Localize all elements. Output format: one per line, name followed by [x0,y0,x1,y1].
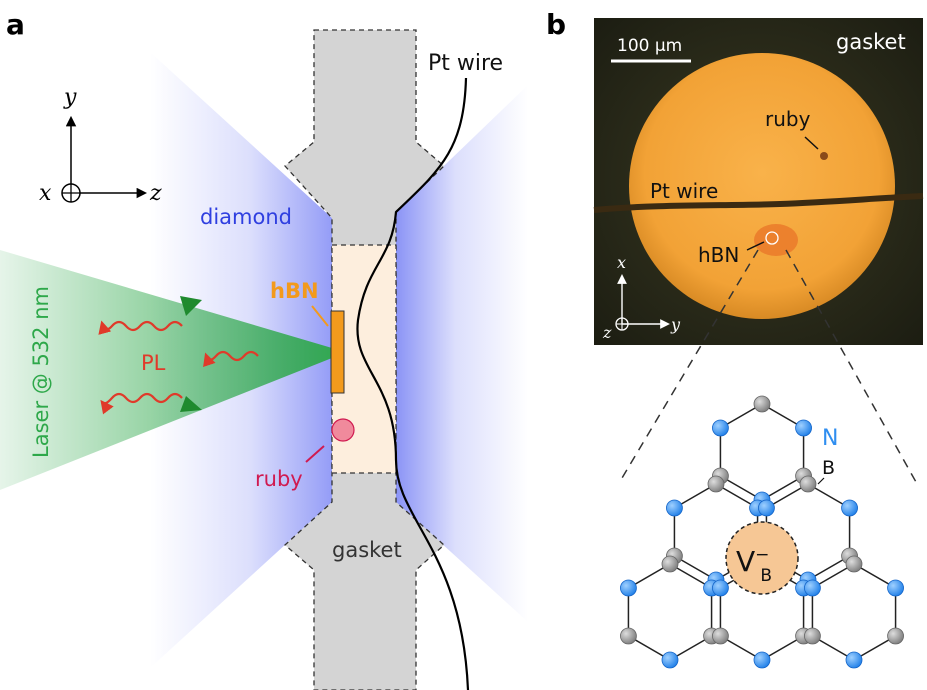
boron-vacancy-site [725,521,799,595]
boron-atom [620,627,637,645]
lattice-atoms [620,395,904,669]
zoom-line-left [621,249,759,479]
y-axis-label-photo: y [670,315,681,334]
zoom-line-right [785,249,917,483]
y-axis-label: y [63,85,77,110]
pl-label: PL [141,351,166,375]
vacancy-subscript: B [760,566,772,586]
nitrogen-atom [795,419,812,437]
hbn-photo-pointer [746,241,765,251]
laser-beam [0,250,332,490]
nitrogen-atom [666,499,683,517]
micrograph: 100 μm gasket ruby Pt wire hBN x z y [593,18,924,345]
ruby-label: ruby [255,467,303,491]
pl-arrow-bottom [100,392,183,415]
boron-atom [712,627,729,645]
z-axis-label-photo: z [602,323,612,342]
boron-atom [804,627,821,645]
boron-atom [661,555,679,573]
boron-label: B [822,457,835,479]
boron-atom [887,627,904,645]
gasket-photo-label: gasket [836,30,906,54]
x-axis-label-photo: x [617,253,626,272]
vacancy-label: V−B [736,545,772,586]
hbn-marker-circle [765,231,779,245]
boron-atom [753,395,771,413]
pt-wire-photo-label: Pt wire [650,179,718,203]
ruby-photo [820,152,828,160]
ruby-photo-pointer [804,136,819,150]
laser-edge-arrow-top [180,296,202,316]
panel-b-letter: b [546,8,566,41]
nitrogen-atom [841,499,858,517]
nitrogen-atom [712,419,729,437]
nitrogen-atom [753,651,771,669]
hbn-flake [330,310,345,394]
laser-label: Laser @ 532 nm [29,286,53,458]
ruby-pointer-line [305,445,325,463]
nitrogen-atom [661,651,679,669]
nitrogen-atom [887,579,904,597]
diamond-anvil-right [396,85,528,622]
z-axis-label: z [149,181,162,206]
panel-a-letter: a [6,8,25,41]
pt-wire-photo [593,193,924,213]
sample-chamber-photo [629,53,895,319]
pt-wire [356,77,470,690]
nitrogen-atom [845,651,863,669]
boron-atom [707,475,725,493]
laser-edge-arrow-bottom [180,396,202,412]
pl-arrow-top [98,320,183,335]
hbn-label: hBN [270,279,319,303]
nitrogen-atom [712,579,729,597]
ruby-photo-label: ruby [765,107,811,131]
boron-atom [799,475,817,493]
hbn-flake-photo [754,224,798,256]
diamond-label: diamond [200,205,292,229]
nitrogen-label: N [822,426,838,451]
vacancy-charge: − [755,545,769,565]
scale-bar-label: 100 μm [617,36,682,56]
pt-wire-label: Pt wire [428,51,503,76]
hbn-photo-label: hBN [698,243,739,267]
vacancy-base: V [736,545,755,578]
nitrogen-atom [804,579,821,597]
x-axis-label: x [39,181,52,206]
nitrogen-atom [758,499,775,517]
axes-panel-a: y x z [39,85,162,206]
gasket-label: gasket [332,538,402,562]
nitrogen-atom [620,579,637,597]
pl-arrow-middle [203,350,259,368]
boron-pointer-line [817,477,825,485]
boron-atom [845,555,863,573]
ruby-sphere [331,418,355,442]
hbn-pointer-line [311,305,329,327]
